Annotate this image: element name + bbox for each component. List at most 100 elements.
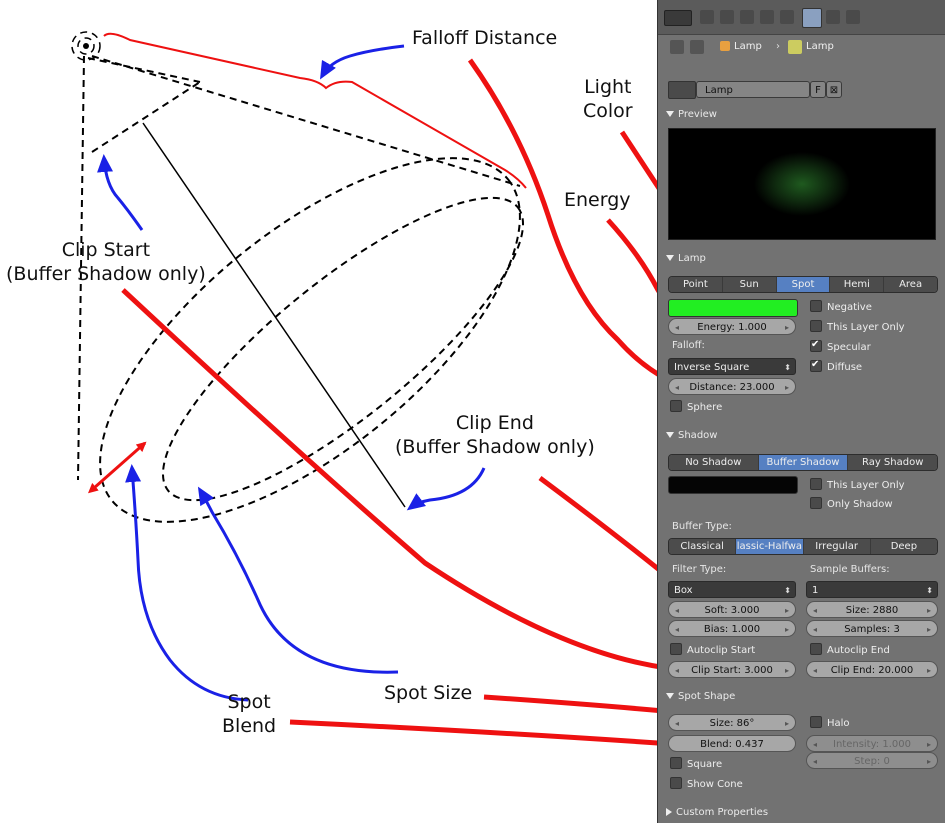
distance-value: Distance: 23.000 bbox=[689, 382, 775, 393]
decrement-icon: ◂ bbox=[675, 719, 680, 728]
shadow-header[interactable]: Shadow bbox=[662, 427, 942, 445]
texture-tab-icon[interactable] bbox=[826, 10, 840, 24]
filter-type-label: Filter Type: bbox=[672, 564, 727, 575]
breadcrumb-data[interactable]: Lamp bbox=[806, 41, 834, 52]
datablock-name-field[interactable]: Lamp bbox=[696, 81, 810, 98]
buffer-type-classic-halfway[interactable]: lassic-Halfwa bbox=[736, 539, 804, 554]
lamp-type-spot[interactable]: Spot bbox=[776, 277, 831, 292]
scene-icon bbox=[690, 40, 704, 54]
buffer-type-irregular[interactable]: Irregular bbox=[803, 539, 871, 554]
world-tab-icon[interactable] bbox=[740, 10, 754, 24]
samples-field[interactable]: ◂Samples: 3▸ bbox=[806, 620, 938, 637]
lamp-origin-icon bbox=[83, 43, 89, 49]
square-label: Square bbox=[687, 759, 723, 770]
lamp-type-hemi[interactable]: Hemi bbox=[830, 277, 885, 292]
spot-size-value: Size: 86° bbox=[709, 718, 755, 729]
halo-intensity-value: Intensity: 1.000 bbox=[833, 739, 911, 750]
square-checkbox[interactable]: Square bbox=[670, 757, 722, 771]
clip-start-field[interactable]: ◂Clip Start: 3.000▸ bbox=[668, 661, 796, 678]
only-shadow-checkbox[interactable]: Only Shadow bbox=[810, 497, 893, 511]
breadcrumb-object[interactable]: Lamp bbox=[734, 41, 762, 52]
shadow-header-label: Shadow bbox=[678, 430, 718, 441]
lamp-type-selector: Point Sun Spot Hemi Area bbox=[668, 276, 938, 293]
checkbox-box bbox=[810, 300, 822, 312]
show-cone-label: Show Cone bbox=[687, 779, 743, 790]
lamp-type-point[interactable]: Point bbox=[669, 277, 723, 292]
fake-user-button[interactable]: F bbox=[810, 81, 826, 98]
clip-end-value: Clip End: 20.000 bbox=[830, 665, 914, 676]
decrement-icon: ◂ bbox=[675, 625, 680, 634]
object-tab-icon[interactable] bbox=[760, 10, 774, 24]
collapsed-icon bbox=[666, 807, 672, 816]
distance-field[interactable]: ◂Distance: 23.000▸ bbox=[668, 378, 796, 395]
lamp-type-area[interactable]: Area bbox=[884, 277, 937, 292]
scene-tab-icon[interactable] bbox=[720, 10, 734, 24]
spot-blend-field[interactable]: Blend: 0.437 bbox=[668, 735, 796, 752]
clip-end-field[interactable]: ◂Clip End: 20.000▸ bbox=[806, 661, 938, 678]
increment-icon: ▸ bbox=[926, 606, 931, 615]
unlink-datablock-button[interactable]: ⊠ bbox=[826, 81, 842, 98]
filter-type-select[interactable]: Box⬍ bbox=[668, 581, 796, 598]
energy-field[interactable]: ◂Energy: 1.000▸ bbox=[668, 318, 796, 335]
increment-icon: ▸ bbox=[926, 625, 931, 634]
specular-checkbox[interactable]: Specular bbox=[810, 338, 871, 354]
sphere-checkbox[interactable]: Sphere bbox=[670, 400, 722, 414]
buffer-size-field[interactable]: ◂Size: 2880▸ bbox=[806, 601, 938, 618]
specular-label: Specular bbox=[827, 342, 871, 353]
checkbox-box bbox=[810, 338, 822, 352]
checkbox-box bbox=[810, 497, 822, 509]
sample-buffers-label: Sample Buffers: bbox=[810, 564, 890, 575]
increment-icon: ▸ bbox=[784, 606, 789, 615]
sample-buffers-select[interactable]: 1⬍ bbox=[806, 581, 938, 598]
breadcrumb: Lamp › Lamp bbox=[658, 36, 945, 58]
this-layer-only-checkbox[interactable]: This Layer Only bbox=[810, 320, 905, 334]
increment-icon: ▸ bbox=[926, 666, 931, 675]
shadow-mode-none[interactable]: No Shadow bbox=[669, 455, 759, 470]
lamp-header[interactable]: Lamp bbox=[662, 250, 942, 268]
properties-panel: Lamp › Lamp Lamp F ⊠ Preview Lamp Point … bbox=[657, 0, 945, 823]
shadow-this-layer-only-label: This Layer Only bbox=[827, 480, 905, 491]
halo-intensity-field: ◂Intensity: 1.000▸ bbox=[806, 735, 938, 752]
falloff-select[interactable]: Inverse Square⬍ bbox=[668, 358, 796, 375]
filter-type-value: Box bbox=[674, 585, 693, 596]
render-tab-icon[interactable] bbox=[700, 10, 714, 24]
this-layer-only-label: This Layer Only bbox=[827, 322, 905, 333]
buffer-size-value: Size: 2880 bbox=[845, 605, 899, 616]
halo-step-value: Step: 0 bbox=[854, 756, 890, 767]
custom-properties-header[interactable]: Custom Properties bbox=[662, 804, 942, 822]
soft-field[interactable]: ◂Soft: 3.000▸ bbox=[668, 601, 796, 618]
shadow-color-swatch[interactable] bbox=[668, 476, 798, 494]
spot-shape-header[interactable]: Spot Shape bbox=[662, 688, 942, 706]
bias-field[interactable]: ◂Bias: 1.000▸ bbox=[668, 620, 796, 637]
shadow-this-layer-only-checkbox[interactable]: This Layer Only bbox=[810, 478, 905, 492]
editor-type-icon[interactable] bbox=[664, 10, 692, 26]
diffuse-checkbox[interactable]: Diffuse bbox=[810, 358, 862, 374]
autoclip-end-checkbox[interactable]: Autoclip End bbox=[810, 643, 890, 657]
increment-icon: ▸ bbox=[926, 757, 931, 766]
buffer-type-classical[interactable]: Classical bbox=[669, 539, 737, 554]
preview-header[interactable]: Preview bbox=[662, 106, 942, 124]
object-cube-icon bbox=[720, 41, 730, 51]
negative-checkbox[interactable]: Negative bbox=[810, 300, 872, 314]
light-color-swatch[interactable] bbox=[668, 299, 798, 317]
constraints-tab-icon[interactable] bbox=[780, 10, 794, 24]
halo-checkbox[interactable]: Halo bbox=[810, 716, 850, 730]
soft-value: Soft: 3.000 bbox=[704, 605, 760, 616]
autoclip-start-checkbox[interactable]: Autoclip Start bbox=[670, 643, 755, 657]
increment-icon: ▸ bbox=[784, 719, 789, 728]
shadow-mode-buffer[interactable]: Buffer Shadow bbox=[758, 455, 849, 470]
lamp-icon bbox=[788, 40, 802, 54]
pin-icon[interactable] bbox=[670, 40, 684, 54]
lamp-datablock-icon[interactable] bbox=[668, 81, 696, 99]
spot-size-field[interactable]: ◂ Size: 86° ▸ bbox=[668, 714, 796, 731]
decrement-icon: ◂ bbox=[675, 666, 680, 675]
buffer-type-deep[interactable]: Deep bbox=[870, 539, 937, 554]
shadow-mode-ray[interactable]: Ray Shadow bbox=[848, 455, 937, 470]
autoclip-end-label: Autoclip End bbox=[827, 645, 890, 656]
breadcrumb-separator: › bbox=[776, 41, 780, 52]
checkbox-box bbox=[670, 777, 682, 789]
lamp-type-sun[interactable]: Sun bbox=[722, 277, 777, 292]
show-cone-checkbox[interactable]: Show Cone bbox=[670, 777, 743, 791]
lamp-data-tab-icon[interactable] bbox=[802, 8, 822, 28]
physics-tab-icon[interactable] bbox=[846, 10, 860, 24]
